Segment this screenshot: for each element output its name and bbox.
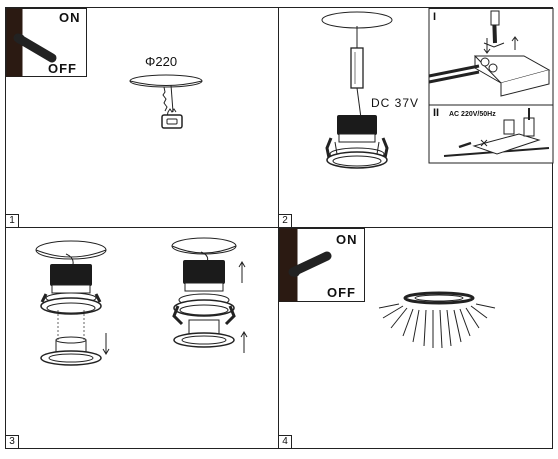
switch-off-label: OFF (327, 285, 356, 300)
mains-wiring-icon (443, 108, 550, 157)
downlight-insert-icon (35, 240, 110, 366)
power-switch-off-icon (6, 8, 87, 77)
led-driver-icon (350, 47, 364, 89)
dc-voltage-label: DC 37V (371, 96, 420, 110)
step-number: 4 (279, 435, 292, 448)
switch-on-label: ON (336, 232, 358, 247)
switch-off-label: OFF (48, 61, 77, 76)
ac-voltage-label: AC 220V/50Hz (449, 111, 496, 118)
terminal-screwdriver-icon (428, 10, 551, 97)
step-number: 3 (6, 435, 19, 448)
cutout-diameter-label: Φ220 (145, 54, 178, 69)
switch-on-label: ON (59, 10, 81, 25)
step-number: 1 (6, 214, 19, 227)
step-3-illustration (35, 237, 248, 366)
inset-i-label: I (433, 11, 437, 23)
step-number: 2 (279, 214, 292, 227)
light-on-icon (378, 291, 496, 349)
downlight-insert-ring-icon (171, 237, 248, 353)
step-1-illustration (6, 8, 203, 129)
step-4-illustration (279, 228, 496, 349)
power-switch-on-icon (279, 228, 365, 302)
step-2-panel: DC 37V I II AC 220V/50Hz 2 (278, 7, 554, 228)
step-4-panel: ON OFF 4 (278, 227, 553, 449)
step-1-panel: ON OFF Φ220 1 (5, 7, 279, 228)
ceiling-cutout-icon (129, 74, 203, 129)
inset-ii-label: II (433, 107, 440, 119)
step-2-illustration (321, 8, 554, 169)
step-3-panel: 3 (5, 227, 279, 449)
downlight-fixture-icon (325, 115, 389, 169)
